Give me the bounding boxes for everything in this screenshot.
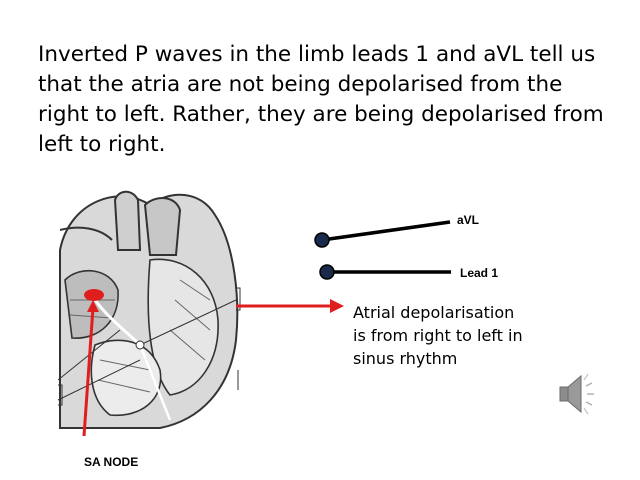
sa-node-label: SA NODE bbox=[84, 455, 139, 469]
sa-node-arrow bbox=[82, 300, 99, 437]
caption-line-2: is from right to left in bbox=[353, 326, 523, 345]
caption-line-1: Atrial depolarisation bbox=[353, 303, 515, 322]
slide-body-text: Inverted P waves in the limb leads 1 and… bbox=[38, 42, 604, 157]
depolarisation-arrow bbox=[236, 299, 344, 313]
caption: Atrial depolarisation is from right to l… bbox=[353, 301, 563, 370]
caption-line-3: sinus rhythm bbox=[353, 349, 458, 368]
avl-label: aVL bbox=[457, 213, 480, 227]
avl-lead-dot bbox=[314, 232, 330, 248]
avl-lead-vector bbox=[314, 220, 451, 248]
lead1-vector bbox=[319, 264, 451, 280]
lead1-label: Lead 1 bbox=[460, 266, 499, 280]
heart-illustration bbox=[57, 190, 241, 430]
lead1-dot bbox=[319, 264, 335, 280]
speaker-icon[interactable] bbox=[559, 373, 594, 415]
sa-node-marker bbox=[84, 289, 104, 301]
